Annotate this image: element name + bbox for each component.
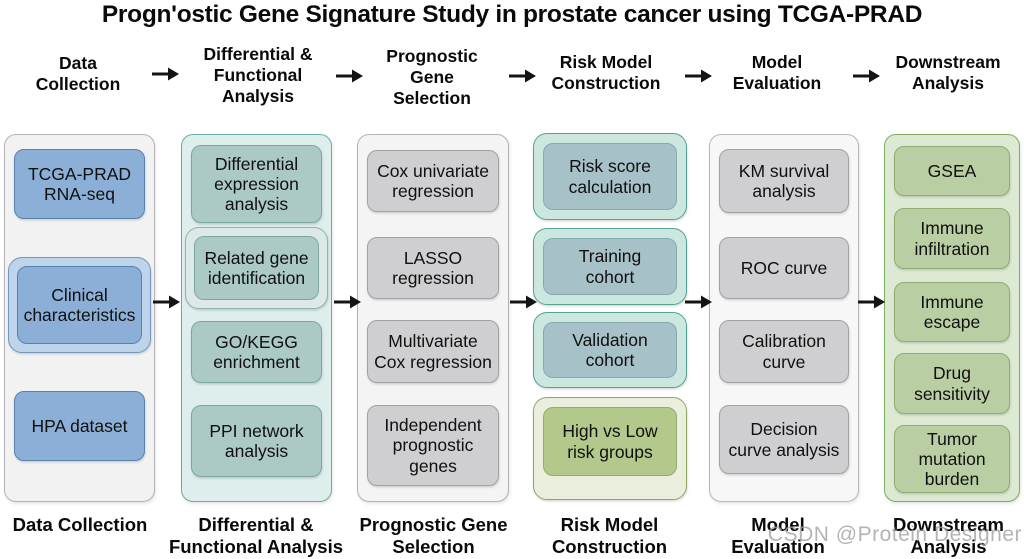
flow-box-hpa-dataset: HPA dataset [14,391,145,461]
stage-header-gene-selection: Prognostic Gene Selection [386,46,478,108]
arrow-right-icon [509,69,536,83]
flow-box-ppi-network-analysis: PPI network analysis [191,405,322,477]
stage-panel-differential-analysis: Differential expression analysis Related… [181,134,332,502]
flow-box-tumor-mutation-burden: Tumor mutation burden [894,425,1010,493]
stage-footer-data-collection: Data Collection [12,514,148,535]
stage-footer-gene-selection: Prognostic Gene Selection [359,514,508,558]
csdn-watermark: CSDN @Protein Designer [767,523,1022,546]
flow-box-highlight-ring: Validation cohort [533,312,687,388]
flow-box-roc-curve: ROC curve [719,237,849,299]
flow-box-highlight-ring: Clinical characteristics [8,257,151,353]
stage-footer-risk-model: Risk Model Construction [551,514,668,558]
stage-panel-gene-selection: Cox univariate regression LASSO regressi… [357,134,509,502]
arrow-right-icon [334,295,361,309]
flow-box-validation-cohort: Validation cohort [543,322,677,378]
arrow-right-icon [152,67,179,81]
arrow-right-icon [510,295,537,309]
stage-footer-downstream: Downstream Analysis [892,514,1005,558]
flow-box-cox-univariate: Cox univariate regression [367,150,499,212]
flow-box-differential-expression: Differential expression analysis [191,145,322,223]
arrow-right-icon [685,295,712,309]
stage-header-downstream: Downstream Analysis [895,52,1001,93]
flow-box-drug-sensitivity: Drug sensitivity [894,353,1010,414]
flow-box-clinical-characteristics: Clinical characteristics [17,266,142,344]
flow-box-highlight-ring: High vs Low risk groups [533,397,687,500]
flow-box-highlight-ring: Training cohort [533,228,687,305]
stage-header-model-evaluation: Model Evaluation [732,52,822,93]
stage-header-risk-model: Risk Model Construction [551,52,661,93]
flow-box-tcga-prad-rna-seq: TCGA-PRAD RNA-seq [14,149,145,219]
stage-panel-model-evaluation: KM survival analysis ROC curve Calibrati… [709,134,859,502]
stage-header-data-collection: Data Collection [35,53,121,94]
flow-box-go-kegg-enrichment: GO/KEGG enrichment [191,321,322,383]
flow-box-km-survival-analysis: KM survival analysis [719,149,849,213]
arrow-right-icon [853,69,880,83]
page-title: Progn'ostic Gene Signature Study in pros… [101,1,923,28]
stage-panel-risk-model: Risk score calculation Training cohort V… [533,133,687,502]
flow-box-highlight-ring: Related gene identification [185,227,328,309]
flow-box-risk-score-calculation: Risk score calculation [543,143,677,210]
stage-header-differential-analysis: Differential & Functional Analysis [203,44,313,106]
arrow-right-icon [858,295,885,309]
flow-box-decision-curve-analysis: Decision curve analysis [719,405,849,474]
flow-box-lasso-regression: LASSO regression [367,237,499,299]
stage-panel-downstream: GSEA Immune infiltration Immune escape D… [884,134,1020,502]
flow-box-independent-prognostic-genes: Independent prognostic genes [367,405,499,486]
arrow-right-icon [685,69,712,83]
flow-box-multivariate-cox: Multivariate Cox regression [367,320,499,383]
flow-box-high-vs-low-risk-groups: High vs Low risk groups [543,407,677,476]
flow-box-training-cohort: Training cohort [543,238,677,295]
flow-box-calibration-curve: Calibration curve [719,320,849,383]
arrow-right-icon [153,295,180,309]
flow-box-highlight-ring: Risk score calculation [533,133,687,220]
stage-footer-model-evaluation: Model Evaluation [731,514,825,558]
stage-panel-data-collection: TCGA-PRAD RNA-seq Clinical characteristi… [4,134,155,502]
flow-box-gsea: GSEA [894,146,1010,196]
flow-box-immune-infiltration: Immune infiltration [894,208,1010,269]
arrow-right-icon [336,69,363,83]
flow-box-immune-escape: Immune escape [894,282,1010,342]
flow-box-related-gene-identification: Related gene identification [194,236,319,300]
stage-footer-differential-analysis: Differential & Functional Analysis [168,514,344,558]
